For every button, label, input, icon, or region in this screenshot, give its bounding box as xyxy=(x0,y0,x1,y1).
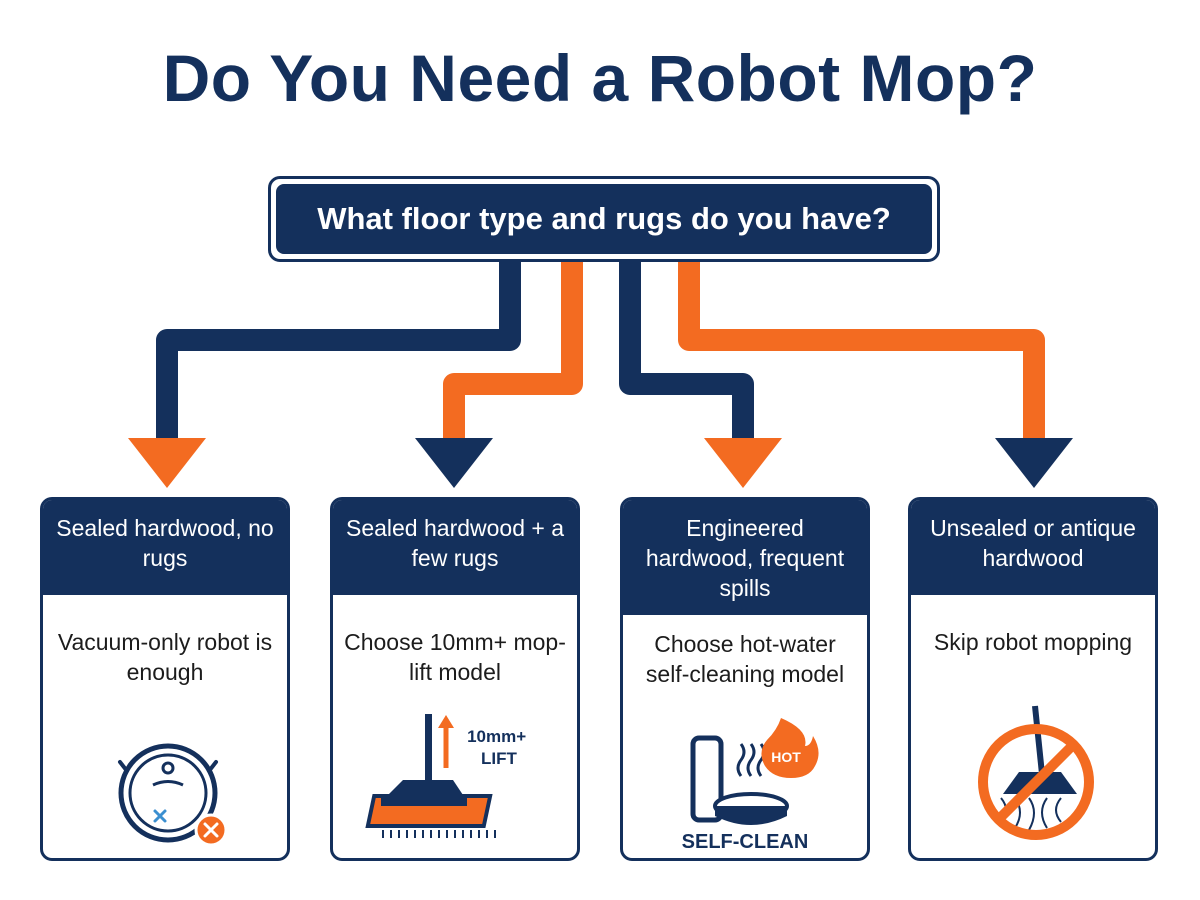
svg-text:SELF-CLEAN: SELF-CLEAN xyxy=(682,831,809,853)
card-condition: Sealed hardwood, no rugs xyxy=(43,500,287,595)
arrowhead-2 xyxy=(415,438,493,488)
arrowhead-4 xyxy=(995,438,1073,488)
self-clean-station-icon: HOT SELF-CLEAN xyxy=(682,718,819,853)
connector-4 xyxy=(678,262,1045,440)
card-condition: Engineered hardwood, frequent spills xyxy=(623,500,867,615)
connector-3 xyxy=(619,262,754,440)
arrowhead-1 xyxy=(128,438,206,488)
card-result: Vacuum-only robot is enough xyxy=(57,629,273,685)
mop-lift-icon: 10mm+ LIFT xyxy=(365,714,531,838)
page-title: Do You Need a Robot Mop? xyxy=(162,41,1038,115)
question-box: What floor type and rugs do you have? xyxy=(268,176,940,262)
question-text: What floor type and rugs do you have? xyxy=(276,184,932,254)
robot-vacuum-no-mop-icon xyxy=(118,743,228,847)
lift-label: 10mm+ xyxy=(467,727,526,746)
option-card-4: Unsealed or antique hardwood Skip robot … xyxy=(908,497,1158,861)
option-card-1: Sealed hardwood, no rugs Vacuum-only rob… xyxy=(40,497,290,861)
connector-2 xyxy=(443,262,583,440)
svg-text:10mm+ LIFT: 10mm+ LIFT xyxy=(467,727,531,768)
option-card-2: Sealed hardwood + a few rugs Choose 10mm… xyxy=(330,497,580,861)
arrowhead-3 xyxy=(704,438,782,488)
connector-1 xyxy=(156,262,521,440)
no-mopping-icon xyxy=(978,705,1094,840)
card-result: Choose hot-water self-cleaning model xyxy=(645,631,845,687)
card-condition: Unsealed or antique hardwood xyxy=(911,500,1155,595)
svg-text:HOT: HOT xyxy=(771,749,801,765)
option-card-3: Engineered hardwood, frequent spills Cho… xyxy=(620,497,870,861)
card-condition: Sealed hardwood + a few rugs xyxy=(333,500,577,595)
card-result: Skip robot mopping xyxy=(933,629,1133,655)
card-result: Choose 10mm+ mop-lift model xyxy=(344,629,566,685)
